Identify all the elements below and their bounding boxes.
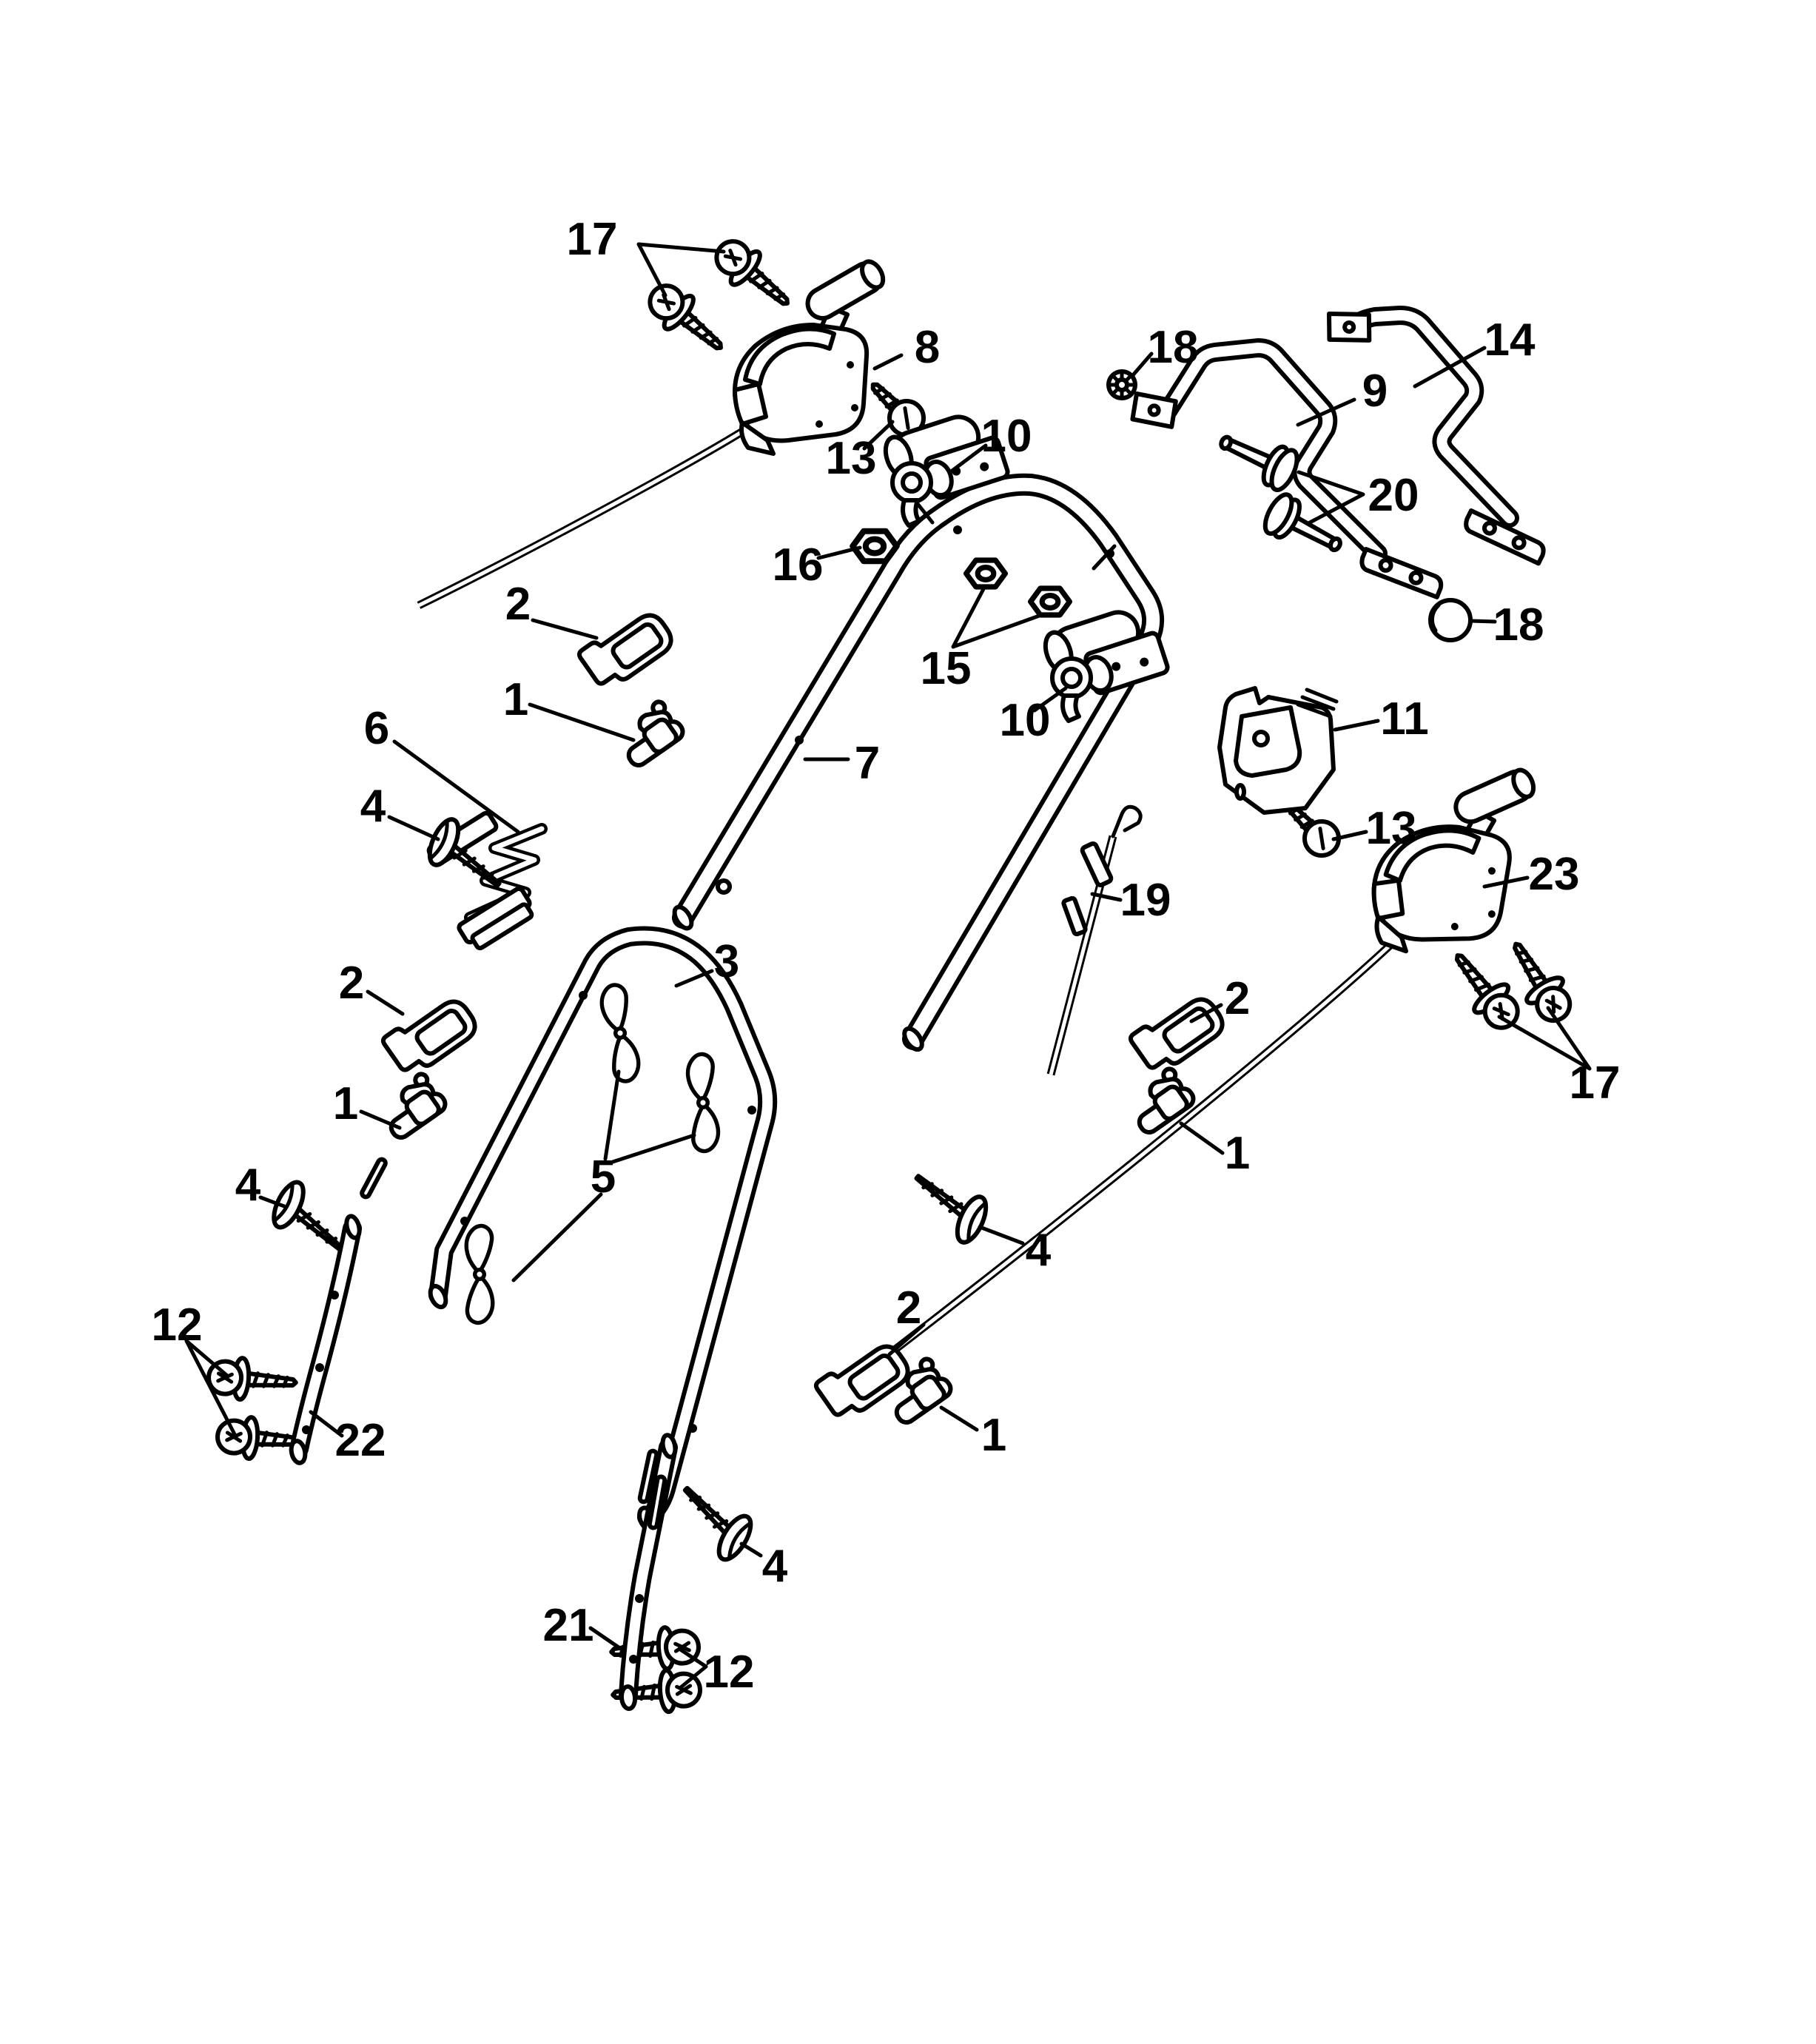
- leader-1-c: [1179, 1121, 1225, 1155]
- leader-10-b: [1032, 686, 1068, 713]
- leader-12-left: [184, 1339, 238, 1438]
- callout-11: 11: [1380, 693, 1429, 744]
- part-4-screw-c: [901, 1157, 1001, 1251]
- leader-6: [392, 739, 520, 834]
- leader-2-a: [531, 618, 599, 640]
- leader-2-d: [887, 1322, 926, 1356]
- callout-17-right: 17: [1570, 1058, 1621, 1109]
- leader-19: [1090, 892, 1123, 902]
- leader-14: [1413, 346, 1487, 389]
- leader-1-a: [528, 702, 636, 742]
- leader-2-b: [366, 989, 405, 1016]
- part-2-grommet-c: [1129, 987, 1228, 1078]
- leader-23: [1482, 875, 1530, 889]
- part-2-grommet-a: [577, 603, 677, 693]
- part-4-screw-d: [667, 1470, 765, 1568]
- callout-4-a: 4: [360, 781, 386, 832]
- leader-4-b: [258, 1195, 286, 1208]
- callout-labels: 17 8 18 14 9 13 10 20 16 2 15 18 1 10 11…: [152, 214, 1621, 1698]
- callout-8: 8: [915, 322, 940, 373]
- callout-20: 20: [1368, 470, 1419, 521]
- callout-10-a: 10: [981, 411, 1032, 462]
- part-11-bracket: [1217, 686, 1339, 815]
- callout-7: 7: [855, 738, 880, 789]
- callout-13-b: 13: [1366, 803, 1417, 854]
- callout-13-a: 13: [826, 433, 877, 484]
- leader-22: [309, 1410, 344, 1438]
- callout-14: 14: [1484, 315, 1536, 366]
- part-15-nuts: [966, 560, 1070, 615]
- leader-18-plug: [1469, 619, 1497, 624]
- part-7-upper-handle: [672, 473, 1164, 1052]
- part-1-clamp-a: [612, 699, 686, 769]
- callout-2-c: 2: [1225, 973, 1250, 1024]
- callout-4-d: 4: [762, 1541, 788, 1592]
- leader-15: [951, 585, 1046, 649]
- callout-22: 22: [335, 1415, 386, 1466]
- throttle-cable-23: [857, 924, 1413, 1380]
- callout-23: 23: [1529, 849, 1580, 900]
- callout-2-a: 2: [505, 579, 531, 630]
- callout-12-left: 12: [152, 1300, 203, 1351]
- callout-3: 3: [714, 936, 739, 987]
- leader-11: [1333, 719, 1380, 732]
- leader-21: [588, 1626, 621, 1650]
- leader-18-star: [1130, 352, 1154, 378]
- part-14-bail: [1323, 304, 1547, 564]
- callout-15: 15: [921, 643, 972, 694]
- leader-12-bottom: [677, 1647, 708, 1690]
- callout-1-a: 1: [503, 674, 528, 725]
- callout-10-b: 10: [1000, 695, 1051, 746]
- callout-5: 5: [591, 1152, 616, 1203]
- callout-1-d: 1: [981, 1410, 1006, 1461]
- callout-21: 21: [543, 1600, 594, 1651]
- leader-lines: [184, 242, 1592, 1690]
- leader-2-c: [1189, 1003, 1223, 1023]
- callout-6: 6: [364, 703, 389, 754]
- callout-18-star: 18: [1148, 322, 1199, 373]
- leader-1-b: [359, 1109, 402, 1130]
- leader-9: [1296, 397, 1356, 427]
- part-23-throttle-control: [1368, 752, 1540, 963]
- leader-5: [511, 1069, 696, 1282]
- leader-10-a: [948, 443, 988, 474]
- leader-3: [674, 969, 714, 988]
- callout-1-c: 1: [1225, 1128, 1250, 1179]
- callout-2-b: 2: [339, 958, 364, 1009]
- leader-13-a: [862, 420, 895, 451]
- callout-19: 19: [1120, 875, 1171, 926]
- callout-4-c: 4: [1026, 1225, 1052, 1276]
- callout-18-plug: 18: [1493, 599, 1544, 650]
- part-19-cable: [1046, 804, 1143, 1076]
- part-21-handle-bracket-right: [619, 1433, 678, 1711]
- leader-4-d: [739, 1542, 763, 1558]
- callout-1-b: 1: [333, 1078, 358, 1129]
- leader-8: [872, 353, 904, 371]
- throttle-cable-8: [417, 427, 746, 609]
- callout-12-bottom: 12: [704, 1647, 755, 1698]
- leader-13-b: [1331, 830, 1368, 841]
- leader-1-d: [939, 1405, 979, 1432]
- part-2-grommet-b: [381, 989, 481, 1080]
- part-22-handle-bracket-left: [289, 1214, 362, 1465]
- part-18-star-washer: [1106, 369, 1137, 400]
- leader-17-top: [636, 242, 726, 297]
- leader-20: [1297, 470, 1365, 525]
- callout-9: 9: [1362, 366, 1388, 417]
- part-1-clamp-b: [374, 1071, 448, 1141]
- leader-17-right: [1497, 1006, 1592, 1071]
- callout-17-top: 17: [567, 214, 618, 265]
- part-9-bail: [1131, 338, 1443, 597]
- leader-4-c: [978, 1225, 1025, 1245]
- leader-4-a: [387, 815, 440, 841]
- callout-2-d: 2: [896, 1282, 921, 1334]
- leader-16: [816, 545, 862, 560]
- callout-16: 16: [773, 539, 824, 591]
- part-18-plug-button: [1428, 598, 1473, 642]
- callout-4-b: 4: [235, 1160, 261, 1211]
